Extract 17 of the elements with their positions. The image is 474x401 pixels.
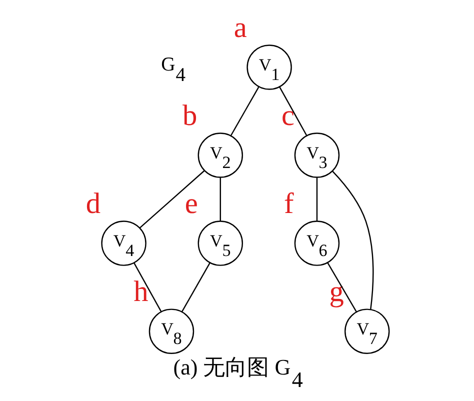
connector [316,178,318,222]
connector [133,262,162,312]
node-label: d [85,188,100,220]
connector [219,178,220,222]
connector [326,262,357,312]
connector [138,170,204,228]
node-label: e [184,188,198,220]
connector [278,86,307,136]
connector [230,86,259,136]
node-label: g [328,276,344,308]
node-label: f [283,188,294,220]
node-label: a [233,12,246,44]
connector [181,262,210,312]
connector [332,170,374,310]
node-label: c [281,100,294,132]
node-label: b [182,100,197,132]
node-label: h [133,276,148,308]
